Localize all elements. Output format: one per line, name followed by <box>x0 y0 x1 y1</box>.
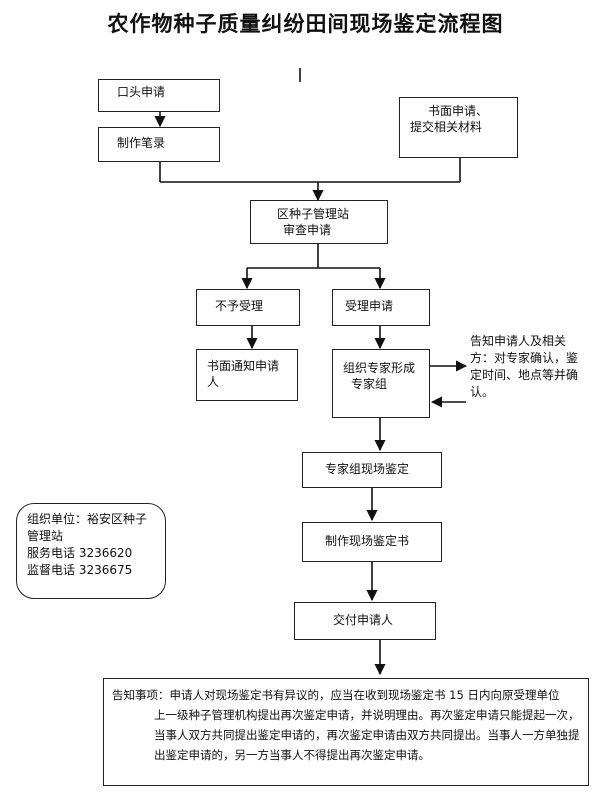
node-deliver-to-applicant: 交付申请人 <box>294 602 436 640</box>
node-make-appraisal-report: 制作现场鉴定书 <box>302 522 442 562</box>
organizer-info-box: 组织单位：裕安区种子 管理站 服务电话 3236620 监督电话 3236675 <box>16 503 166 599</box>
node-inform-parties: 告知申请人及相关 方：对专家确认，鉴 定时间、地点等并确 认。 <box>470 334 579 399</box>
node-onsite-appraisal: 专家组现场鉴定 <box>302 452 442 488</box>
node-written-application: 书面申请、 提交相关材料 <box>399 97 518 158</box>
page-title: 农作物种子质量纠纷田间现场鉴定流程图 <box>107 11 504 36</box>
node-form-expert-group: 组织专家形成 专家组 <box>332 349 430 418</box>
node-written-notice: 书面通知申请 人 <box>196 349 298 401</box>
node-reject: 不予受理 <box>196 289 300 326</box>
node-review-application: 区种子管理站 审查申请 <box>250 200 388 244</box>
notice-box: 告知事项：申请人对现场鉴定书有异议的，应当在收到现场鉴定书 15 日内向原受理单… <box>103 678 589 786</box>
node-accept: 受理申请 <box>332 289 430 326</box>
node-oral-application: 口头申请 <box>98 79 220 112</box>
node-make-record: 制作笔录 <box>98 127 220 162</box>
